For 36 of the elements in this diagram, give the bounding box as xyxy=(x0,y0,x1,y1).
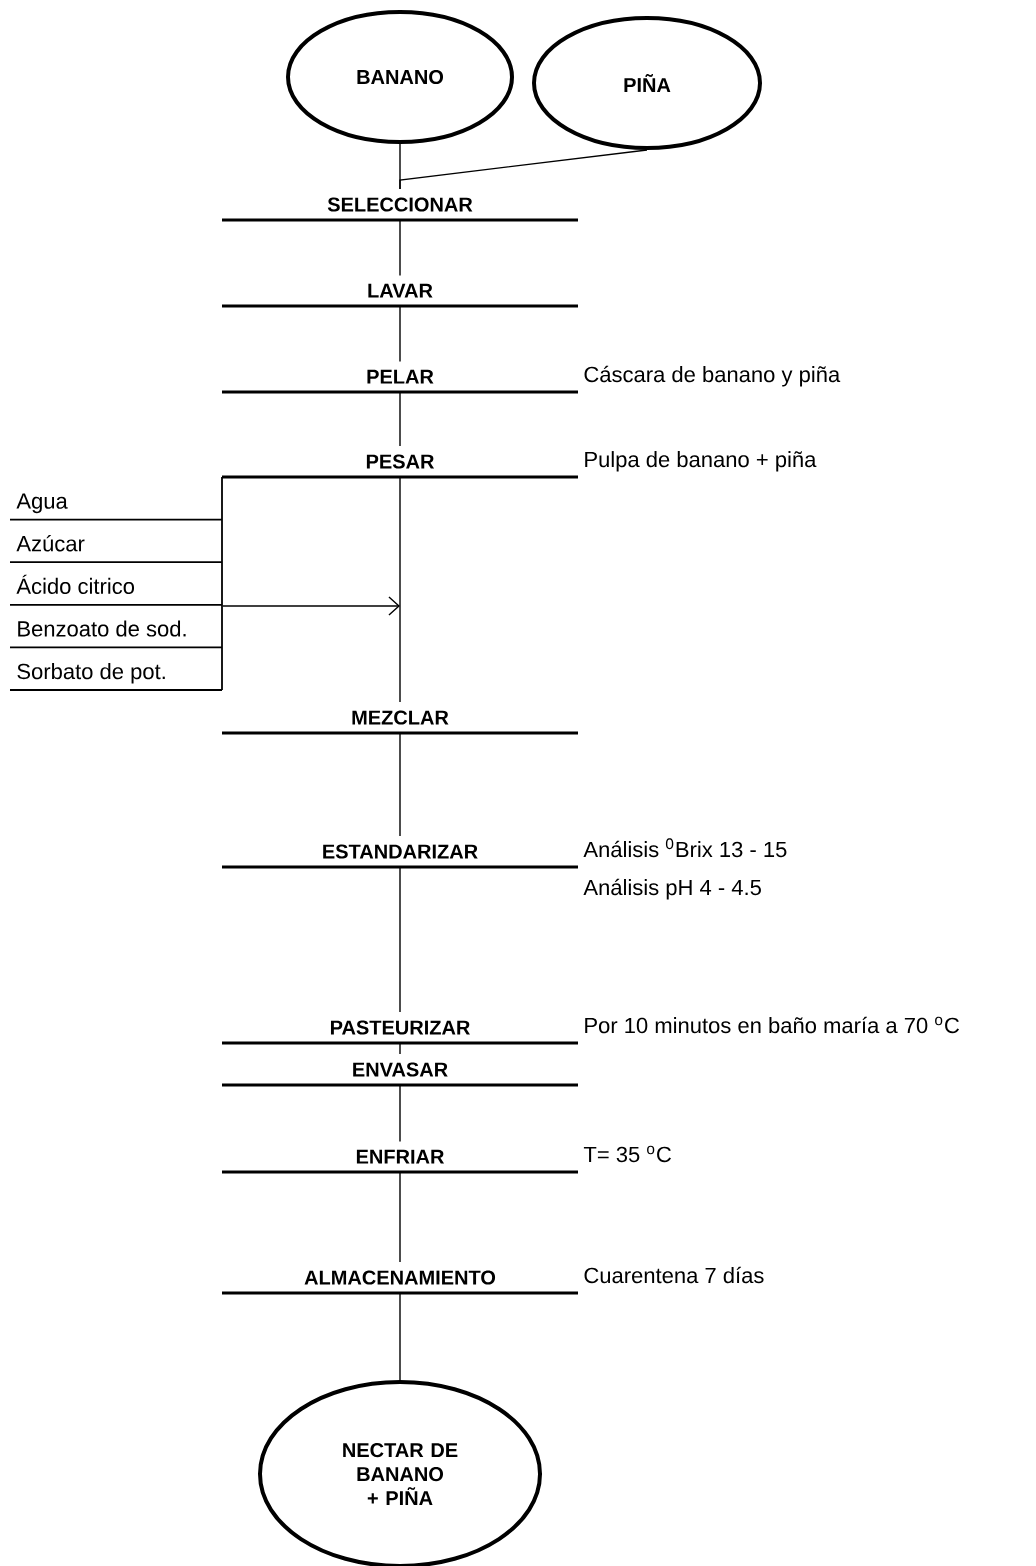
side-note: T= 35 $^{o}$C xyxy=(583,1145,671,1163)
ingredient-label: Ácido citrico xyxy=(16,574,134,594)
process-step: ALMACENAMIENTO xyxy=(222,1270,578,1295)
process-step: SELECCIONAR xyxy=(222,197,578,222)
connector-line xyxy=(399,1042,401,1055)
side-note: Análisis $^{0}$Brix 13 - 15 xyxy=(583,838,787,858)
arrow xyxy=(222,596,400,616)
side-note: Análisis pH 4 - 4.5 xyxy=(583,878,761,900)
ingredient-label: Azúcar xyxy=(16,535,85,552)
ingredient-label: Agua xyxy=(16,493,68,514)
process-step: ENVASAR xyxy=(222,1062,578,1087)
connector-line xyxy=(399,1171,401,1263)
process-step: PASTEURIZAR xyxy=(222,1020,578,1045)
process-step: ESTANDARIZAR xyxy=(222,844,578,869)
connector-line xyxy=(399,219,401,277)
process-step: MEZCLAR xyxy=(222,710,578,735)
process-step: LAVAR xyxy=(222,283,578,308)
connector-line xyxy=(399,149,648,190)
connector-line xyxy=(399,866,401,1013)
connector-line xyxy=(399,1292,401,1381)
oval-node: PIÑA xyxy=(532,16,762,150)
connector-line xyxy=(399,732,401,837)
side-note: Pulpa de banano + piña xyxy=(585,451,817,472)
process-step: ENFRIAR xyxy=(222,1149,578,1174)
ingredient-label: Benzoato de sod. xyxy=(18,620,186,637)
connector-line xyxy=(399,305,401,363)
side-note: Cáscara de banano y piña xyxy=(584,365,841,387)
side-note: Cuarentena 7 días xyxy=(584,1266,764,1284)
connector-line xyxy=(399,391,401,447)
oval-node: BANANO xyxy=(286,10,514,144)
connector-line xyxy=(399,1084,401,1143)
ingredient-label: Sorbato de pot. xyxy=(17,663,165,684)
connector-line xyxy=(399,476,401,703)
side-note: Por 10 minutos en baño maría a 70 $^{o}$C xyxy=(585,1016,959,1034)
process-step: PESAR xyxy=(222,454,578,479)
process-step: PELAR xyxy=(222,369,578,394)
